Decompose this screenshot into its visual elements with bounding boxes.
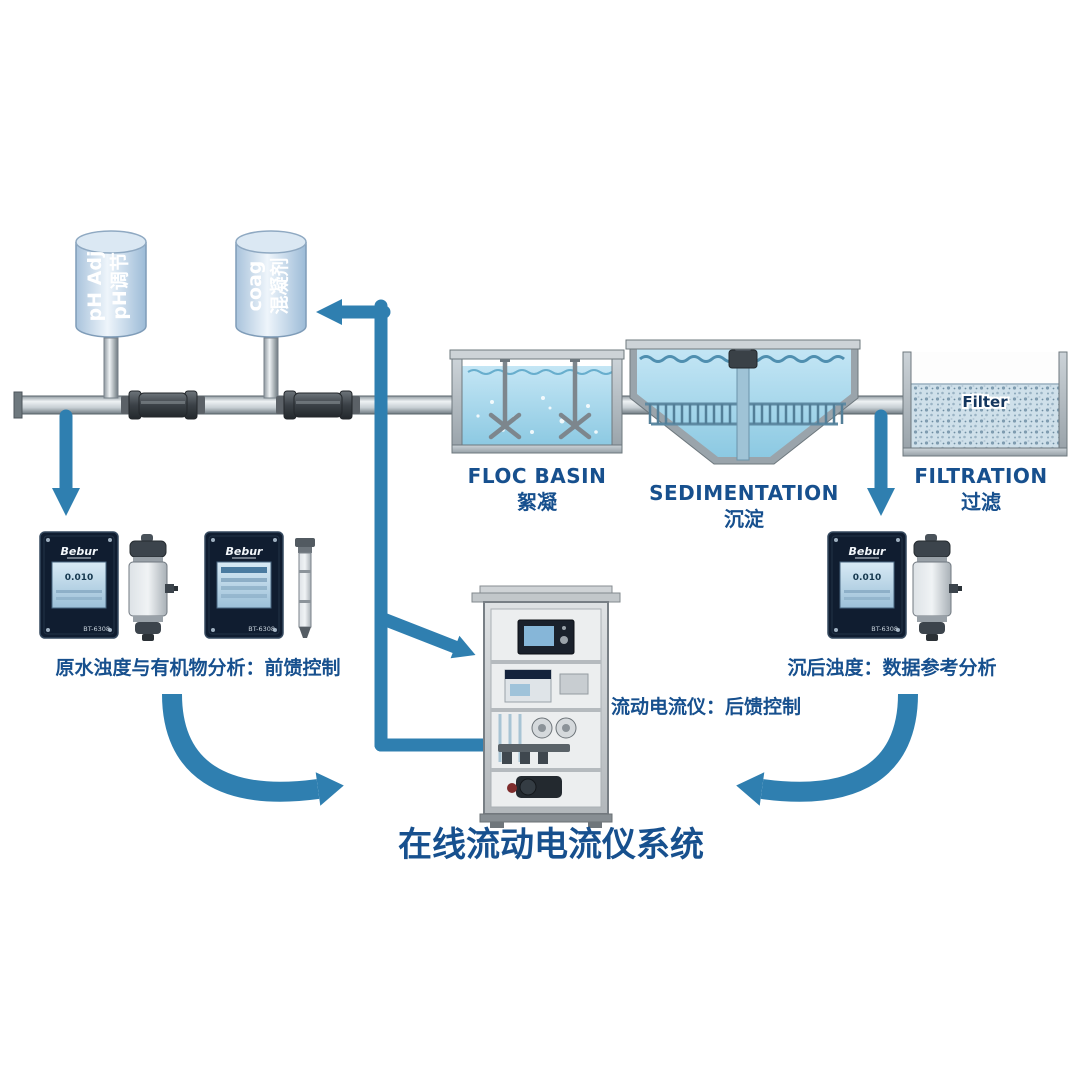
flow-arrows [52, 299, 895, 752]
pipe-pump-2 [276, 390, 360, 420]
screen-reading: 0.010 [65, 573, 93, 583]
settled-annotation: 沉后浊度：数据参考分析 [787, 656, 996, 679]
ph-dosing-stem [103, 337, 119, 399]
ph-tank-label-zh: pH调节 [109, 252, 131, 320]
floc-mixers [488, 356, 592, 440]
screen-reading: 0.010 [853, 573, 881, 583]
coag-tank-label-en: coag [244, 261, 266, 312]
filtration-tank: Filter [902, 351, 1068, 457]
brand-logo: Bebur [226, 545, 264, 558]
probe-raw [295, 538, 315, 638]
model-label: BT-6308 [83, 625, 110, 633]
controller-raw-2: Bebur BT-6308 [204, 531, 284, 639]
coag-tank-label-zh: 混凝剂 [268, 257, 291, 314]
coag-dosing-stem [263, 337, 279, 399]
controller-raw-1: Bebur 0.010 BT-6308 [39, 531, 119, 639]
scm-branch-line [374, 611, 462, 654]
scm-cabinet [471, 585, 621, 828]
sensor-settled [912, 534, 962, 641]
sensor-raw-1 [128, 534, 178, 641]
sedimentation-tank [625, 339, 861, 465]
filtration-label-en: FILTRATION [914, 464, 1047, 488]
summary-arrows [162, 693, 918, 806]
page-title: 在线流动电流仪系统 [398, 825, 704, 865]
brand-logo: Bebur [61, 545, 99, 558]
model-label: BT-6308 [871, 625, 898, 633]
left-curved-arrow [162, 693, 320, 802]
filter-media-label: Filter [962, 393, 1008, 411]
coagulant-tank: coag 混凝剂 [235, 230, 307, 338]
floc-basin-label-en: FLOC BASIN [468, 464, 607, 488]
sedimentation-label-zh: 沉淀 [724, 507, 765, 531]
pipe-pump-1 [121, 390, 205, 420]
sedimentation-label-en: SEDIMENTATION [649, 481, 839, 505]
brand-logo: Bebur [849, 545, 887, 558]
model-label: BT-6308 [248, 625, 275, 633]
floc-basin-label-zh: 絮凝 [517, 490, 558, 514]
controller-settled: Bebur 0.010 BT-6308 [827, 531, 907, 639]
floc-basin [449, 349, 625, 454]
ph-tank: pH Adj pH调节 [75, 230, 147, 338]
scm-annotation: 流动电流仪：后馈控制 [611, 695, 801, 718]
filtration-label-zh: 过滤 [961, 490, 1001, 514]
right-curved-arrow [760, 693, 918, 802]
ph-tank-label-en: pH Adj [84, 251, 106, 322]
raw-water-annotation: 原水浊度与有机物分析：前馈控制 [55, 656, 340, 679]
